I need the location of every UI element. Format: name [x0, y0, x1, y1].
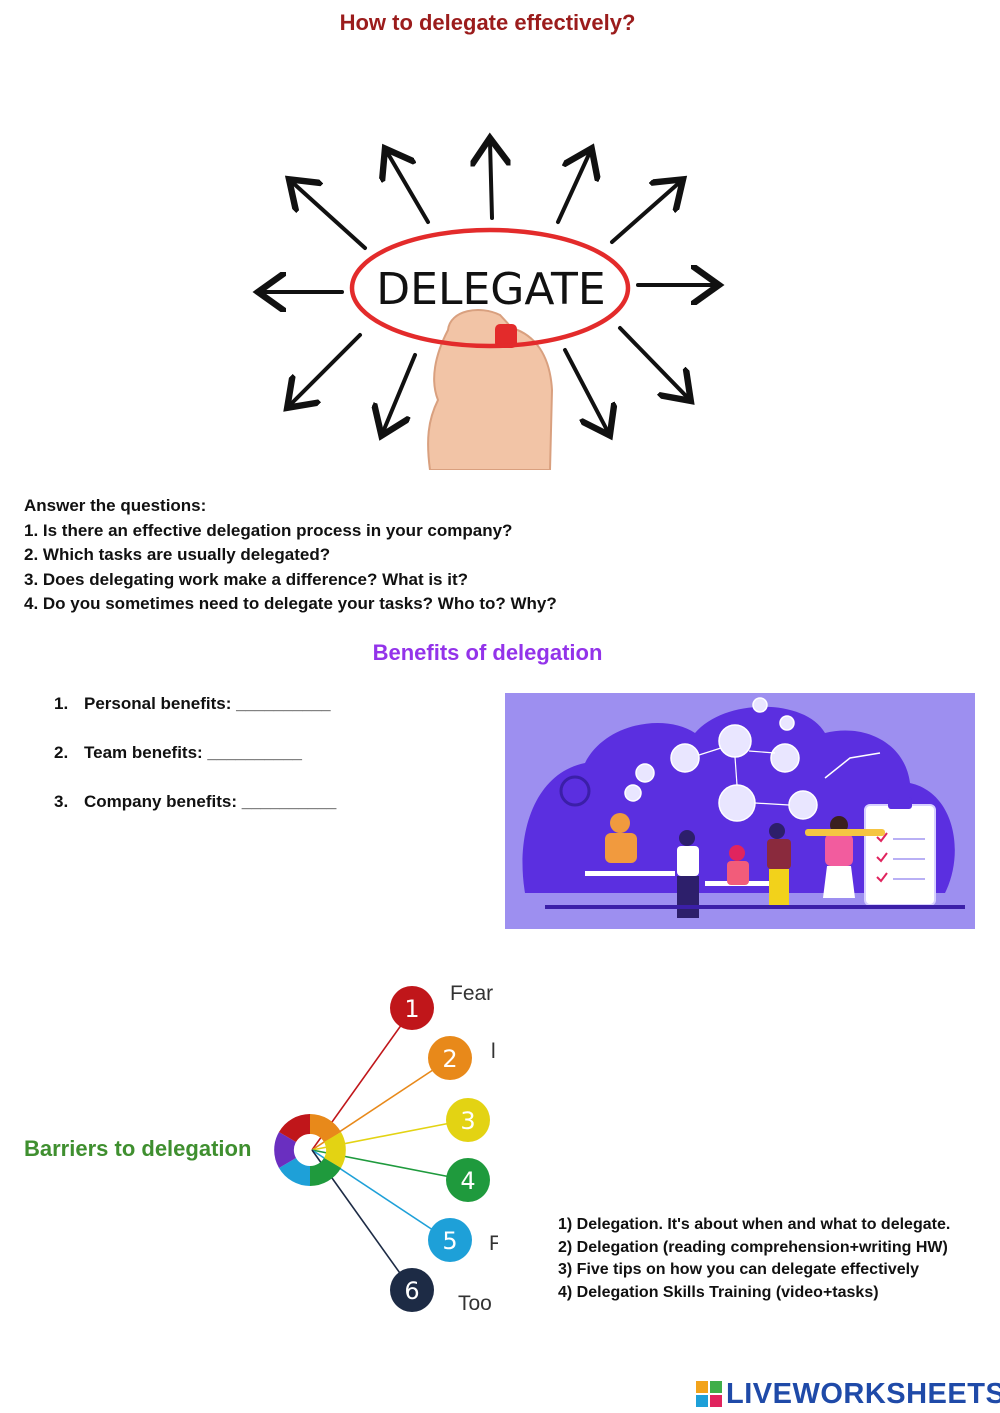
benefits-list: 1.Personal benefits: __________ 2.Team b…: [54, 694, 336, 841]
question-item: 2. Which tasks are usually delegated?: [24, 545, 331, 564]
barriers-diagram: 1 2 3 4 5 6: [274, 986, 490, 1312]
brand-logo: LIVEWORKSHEETS: [696, 1378, 1000, 1410]
barrier-ball-6: 6: [390, 1268, 434, 1312]
svg-text:2: 2: [442, 1045, 457, 1073]
resource-link[interactable]: 1) Delegation. It's about when and what …: [558, 1216, 951, 1233]
svg-text:3: 3: [460, 1107, 475, 1135]
delegate-hero-image: DELEGATE: [250, 130, 730, 470]
liveworksheets-logo-icon: [696, 1381, 722, 1407]
question-item: 4. Do you sometimes need to delegate you…: [24, 594, 557, 613]
resource-link[interactable]: 4) Delegation Skills Training (video+tas…: [558, 1283, 879, 1301]
barrier-label-6: Too: [458, 1292, 492, 1315]
brand-name: LIVEWORKSHEETS: [726, 1377, 1000, 1410]
barrier-labels: Fear l F Too: [450, 980, 498, 1320]
benefit-item-company[interactable]: 3.Company benefits: __________: [54, 792, 337, 811]
barrier-label-1: Fear: [450, 982, 494, 1005]
team-illustration: [505, 693, 975, 929]
questions-intro: Answer the questions:: [24, 496, 207, 515]
benefits-heading: Benefits of delegation: [372, 640, 603, 665]
svg-text:5: 5: [442, 1227, 457, 1255]
barrier-ball-3: 3: [446, 1098, 490, 1142]
svg-text:4: 4: [460, 1167, 475, 1195]
barrier-label-5: F: [489, 1232, 498, 1255]
svg-text:1: 1: [404, 995, 419, 1023]
delegate-word: DELEGATE: [376, 264, 605, 315]
resource-link[interactable]: 2) Delegation (reading comprehension+wri…: [558, 1238, 948, 1256]
barrier-ball-2: 2: [428, 1036, 472, 1080]
resources-list: 1) Delegation. It's about when and what …: [558, 1214, 958, 1304]
barrier-ball-5: 5: [428, 1218, 472, 1262]
barriers-heading: Barriers to delegation: [24, 1136, 252, 1161]
question-item: 3. Does delegating work make a differenc…: [24, 569, 469, 589]
barrier-label-2: l: [491, 1040, 496, 1063]
barrier-ball-1: 1: [390, 986, 434, 1030]
svg-text:6: 6: [404, 1277, 419, 1305]
question-item: 1. Is there an effective delegation proc…: [24, 520, 513, 540]
benefit-item-personal[interactable]: 1.Personal benefits: __________: [54, 694, 331, 713]
page-title: How to delegate effectively?: [339, 10, 636, 35]
barrier-ball-4: 4: [446, 1158, 490, 1202]
questions-block: Answer the questions: 1. Is there an eff…: [24, 494, 557, 617]
benefit-item-team[interactable]: 2.Team benefits: __________: [54, 743, 302, 762]
resource-link[interactable]: 3) Five tips on how you can delegate eff…: [558, 1261, 919, 1278]
